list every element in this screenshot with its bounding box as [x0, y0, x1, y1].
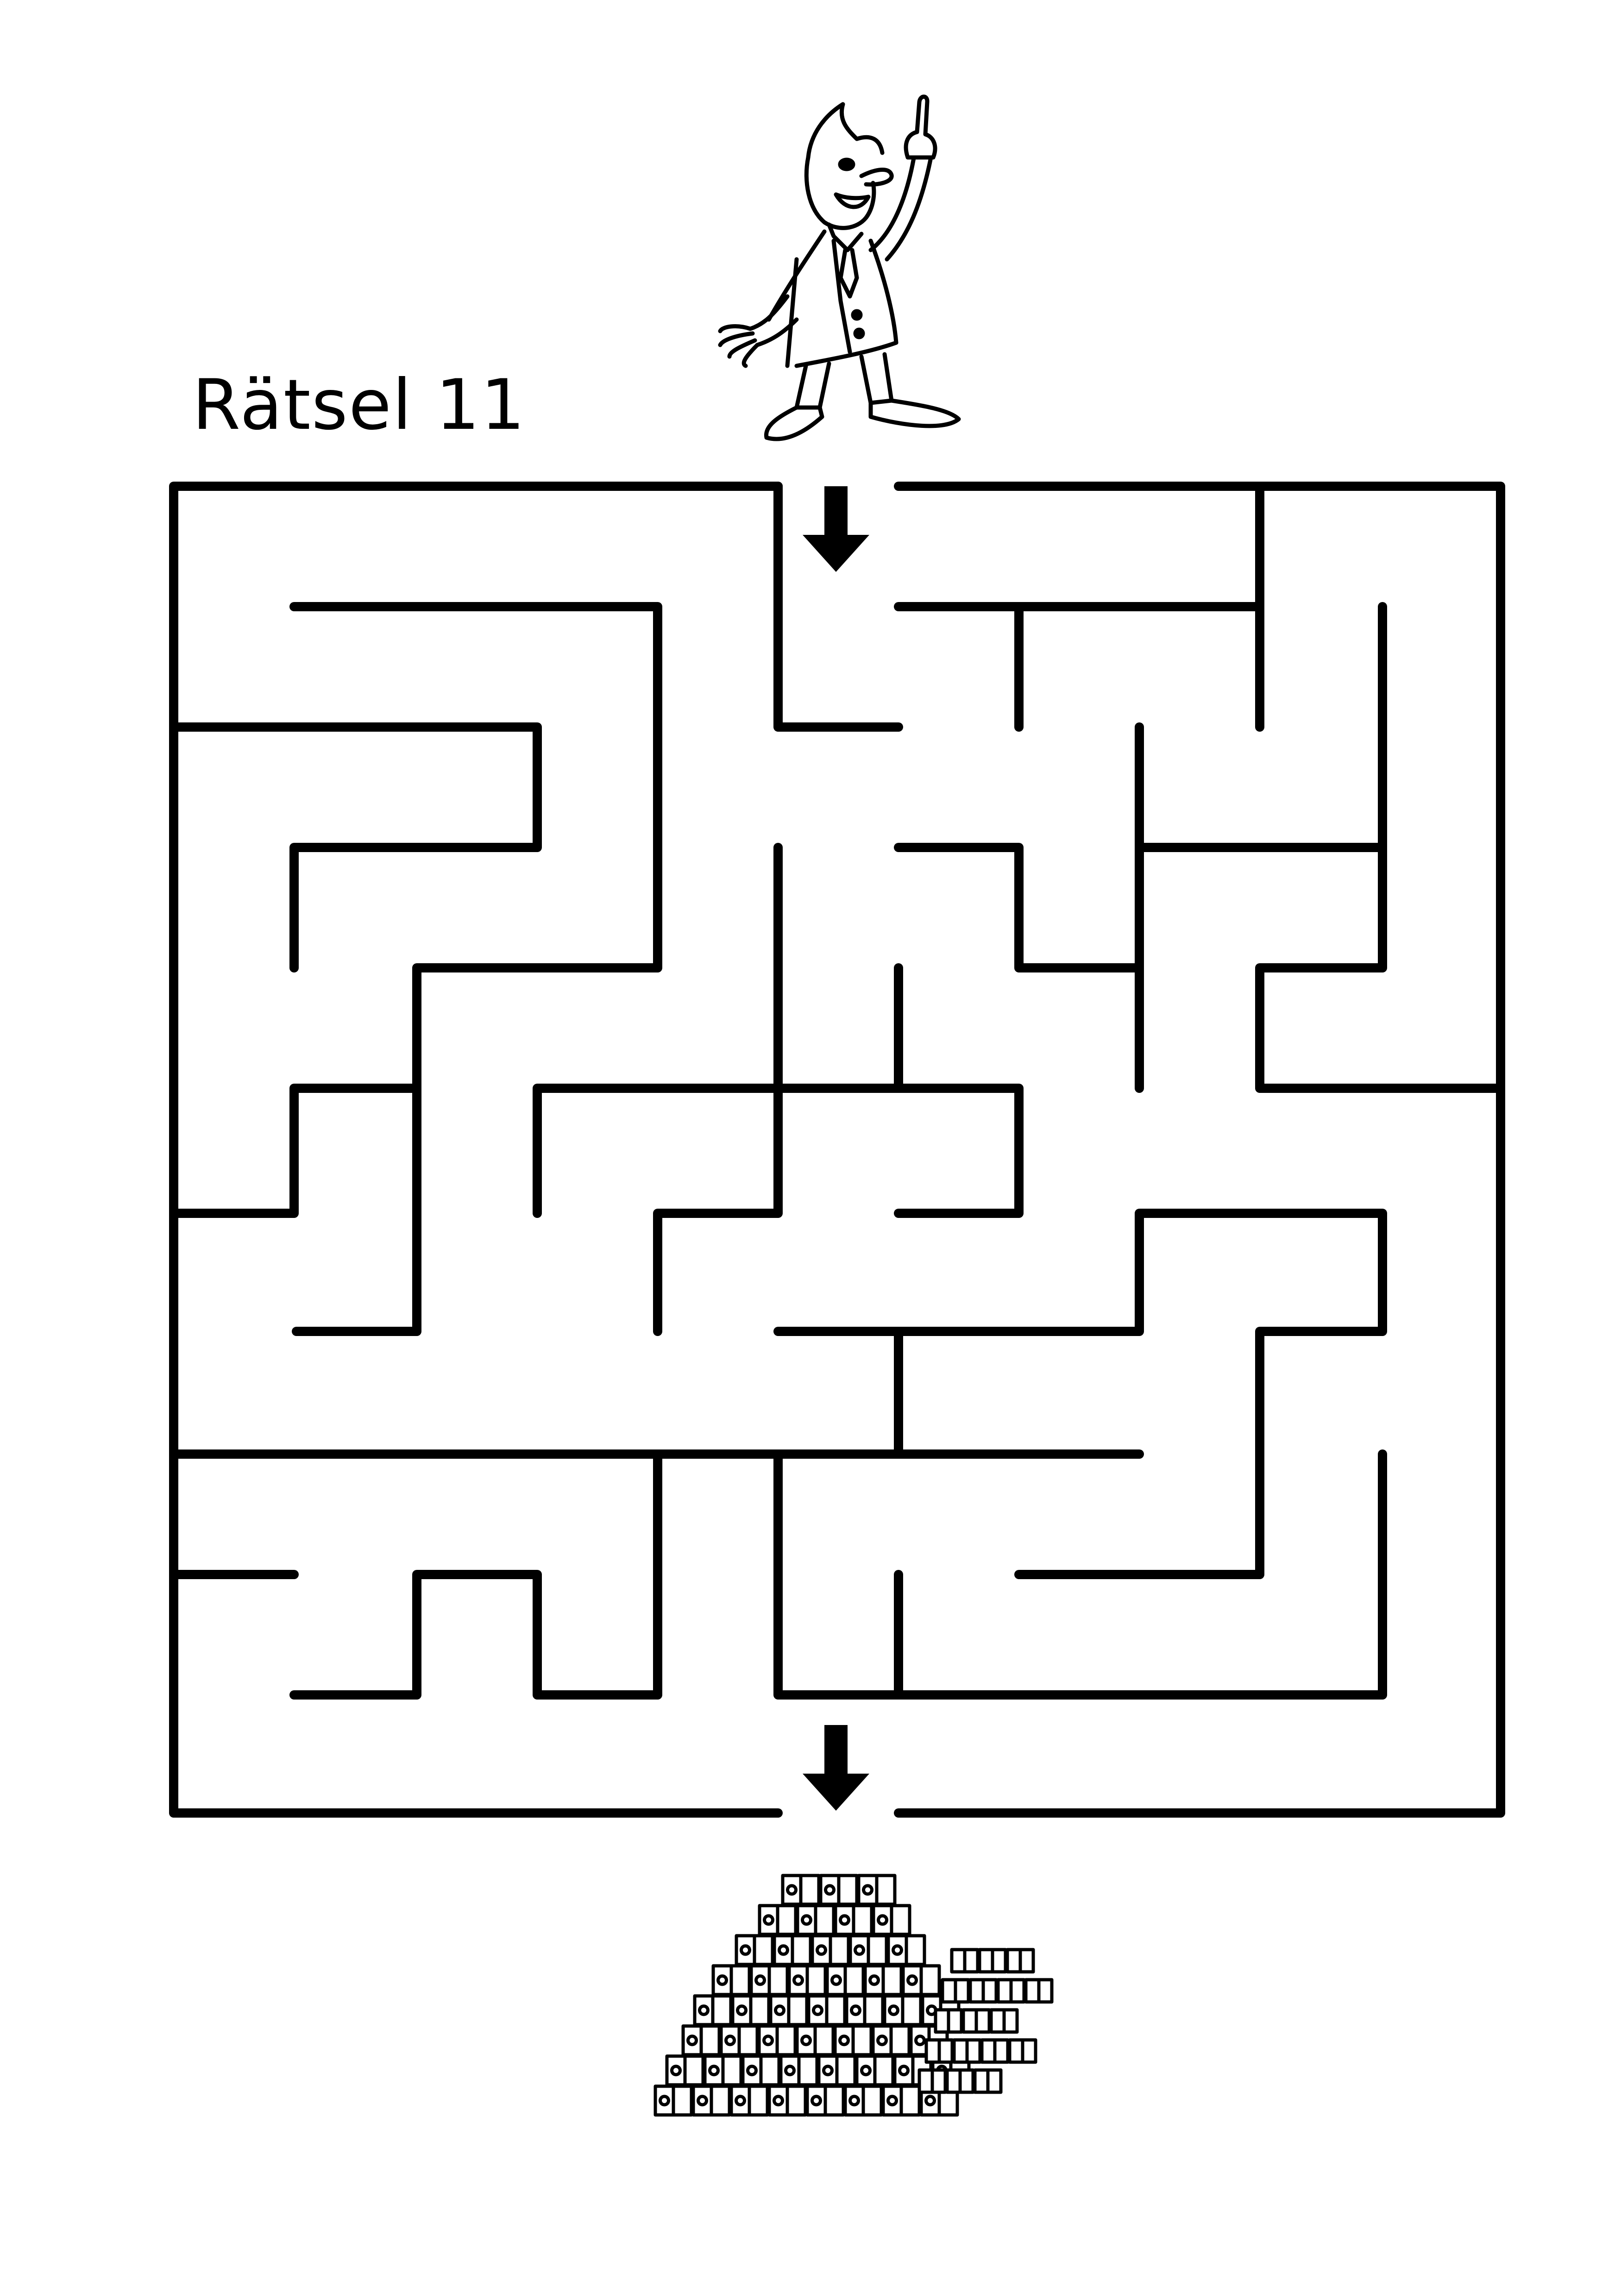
exit-arrow-down-icon: [803, 1725, 869, 1811]
money-bundle-seal: [784, 2064, 796, 2076]
money-stack-illustration: [653, 1874, 1054, 2117]
money-bundle-seal: [698, 2004, 710, 2016]
money-bundle-seal: [736, 2004, 748, 2016]
money-bundle-seal: [697, 2095, 708, 2107]
money-bundle-seal: [830, 1974, 842, 1986]
money-bundle-seal: [892, 1944, 903, 1956]
money-bundle-seal: [735, 2095, 746, 2107]
money-bundle-seal: [876, 2034, 888, 2046]
money-bundle-seal: [746, 2064, 758, 2076]
money-bundle-seal: [824, 1884, 836, 1896]
money-bundle-seal: [812, 2004, 823, 2016]
money-bundle-seal: [740, 1944, 751, 1956]
money-bundle-seal: [810, 2095, 822, 2107]
money-bundle-seal: [708, 2064, 720, 2076]
money-bundle-seal: [773, 2095, 784, 2107]
businessman-illustration: [718, 94, 961, 441]
money-bundle-seal: [774, 2004, 785, 2016]
money-bundle-seal: [924, 2095, 936, 2107]
money-bundle-seal: [888, 2004, 899, 2016]
money-bundle-seal: [868, 1974, 880, 1986]
money-bundle-seal: [848, 2095, 860, 2107]
money-bundle-seal: [906, 1974, 918, 1986]
money-bundle-seal: [822, 2064, 834, 2076]
money-bundle-seal: [862, 1884, 873, 1896]
money-bundle-seal: [716, 1974, 728, 1986]
puzzle-title: Rätsel 11: [192, 365, 526, 445]
money-bundle-seal: [839, 1914, 850, 1926]
money-bundle-seal: [792, 1974, 804, 1986]
money-bundle-seal: [854, 1944, 865, 1956]
money-bundle-seal: [850, 2004, 861, 2016]
money-bundle-seal: [686, 2034, 698, 2046]
money-bundle-seal: [816, 1944, 827, 1956]
maze-walls: [169, 482, 1505, 1818]
money-bundle-seal: [801, 1914, 812, 1926]
money-bundle-seal: [914, 2034, 926, 2046]
money-bundle-seal: [763, 1914, 774, 1926]
money-bundle-seal: [886, 2095, 898, 2107]
money-bundle-seal: [877, 1914, 888, 1926]
money-bundle-seal: [754, 1974, 766, 1986]
money-bundle-seal: [670, 2064, 682, 2076]
money-bundle-seal: [838, 2034, 850, 2046]
entrance-arrow-down-icon: [803, 486, 869, 572]
money-bundle-seal: [778, 1944, 789, 1956]
money-bundle-seal: [800, 2034, 812, 2046]
money-bundle-seal: [724, 2034, 736, 2046]
money-bundle-seal: [786, 1884, 798, 1896]
money-bundle-seal: [762, 2034, 774, 2046]
money-bundle-seal: [860, 2064, 872, 2076]
money-bundle-seal: [659, 2095, 670, 2107]
money-bundle-seal: [898, 2064, 910, 2076]
